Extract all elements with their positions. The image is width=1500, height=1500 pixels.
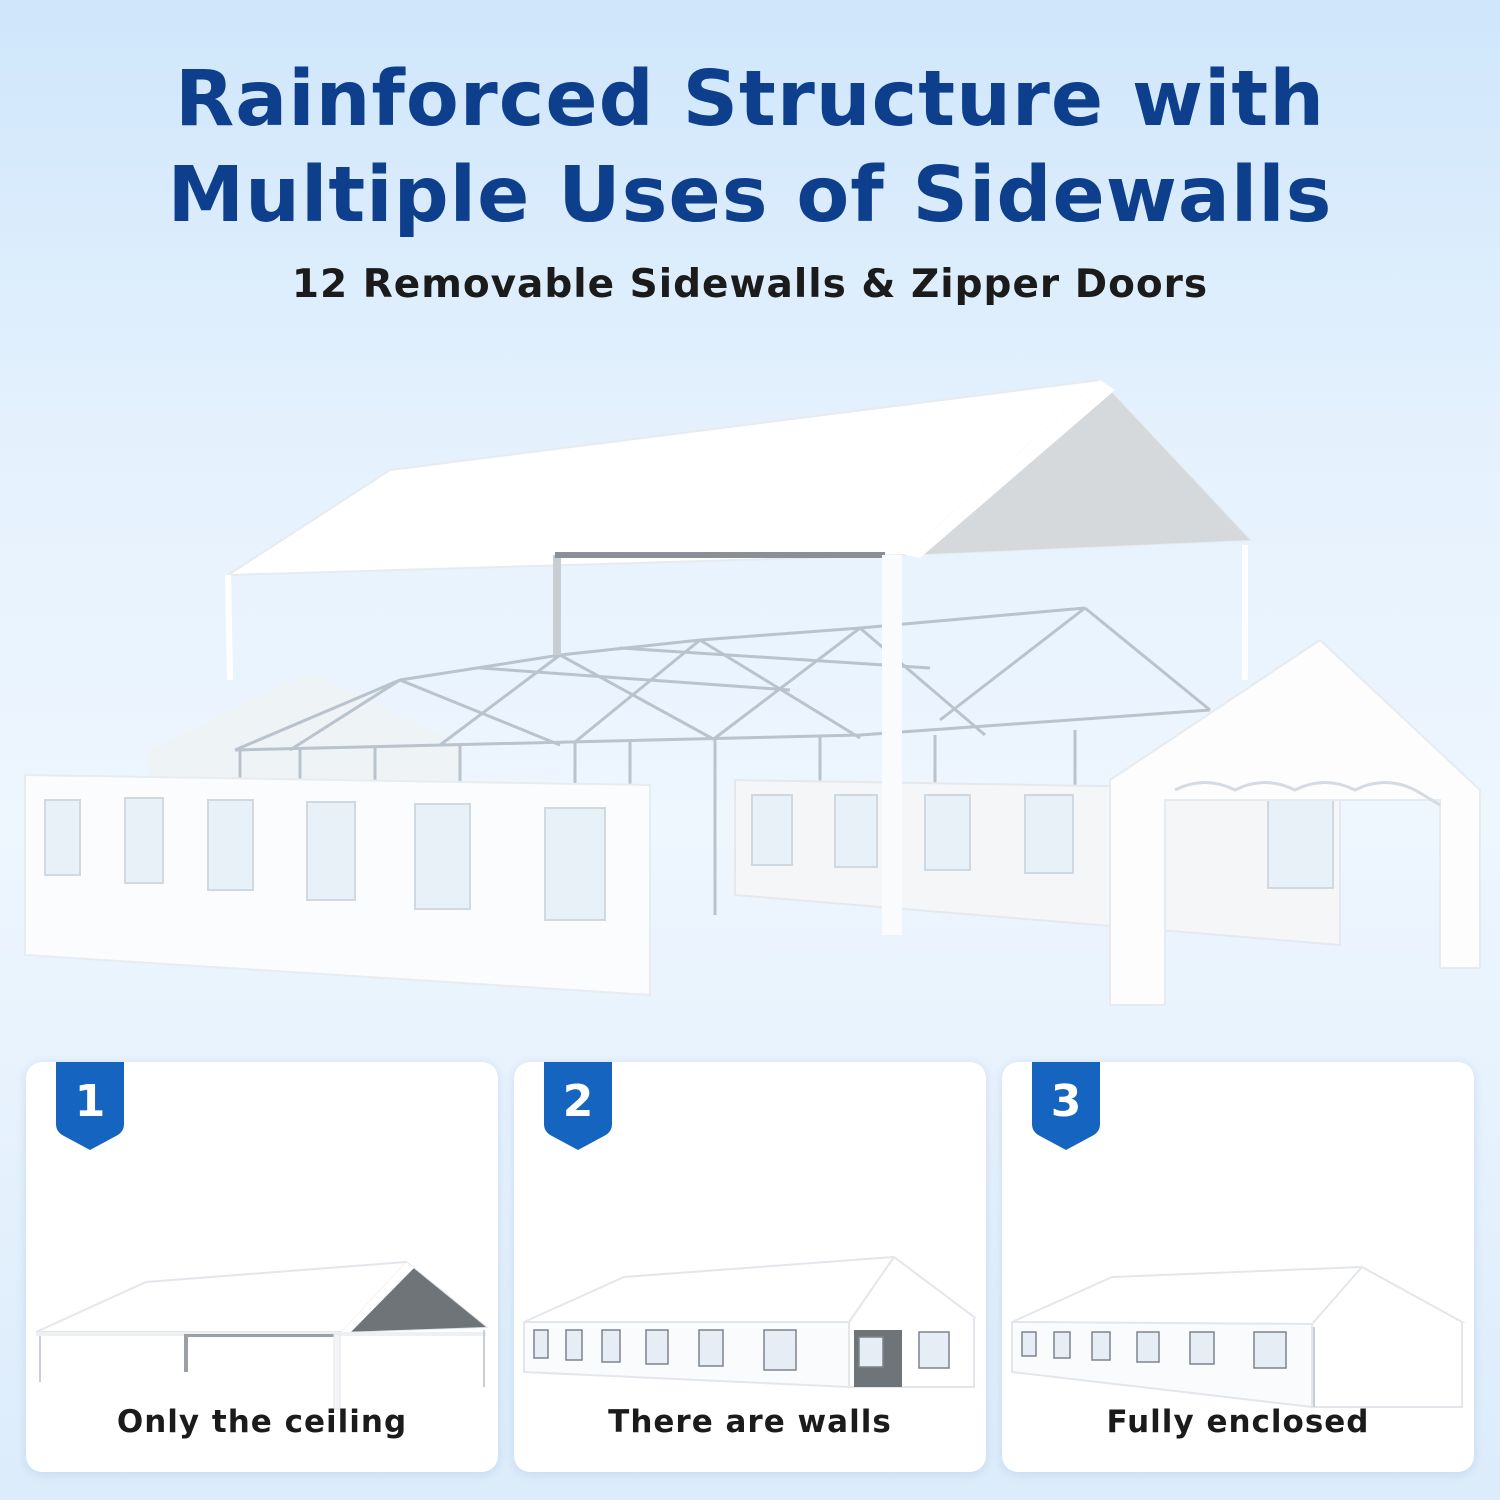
- mode-card-ceiling: 1 Only the ceiling: [26, 1062, 498, 1472]
- mode-label: Only the ceiling: [116, 1404, 408, 1440]
- mode-card-enclosed: 3 Fully enclosed: [1002, 1062, 1474, 1472]
- badge-icon: [56, 1062, 124, 1150]
- mode-number: 2: [562, 1076, 594, 1127]
- page-title: Rainforced Structure with Multiple Uses …: [0, 52, 1500, 244]
- mode-number: 3: [1050, 1076, 1082, 1127]
- mode-number: 1: [74, 1076, 106, 1127]
- page-subtitle: 12 Removable Sidewalls & Zipper Doors: [291, 262, 1209, 307]
- tent-exploded-view-icon: [24, 378, 1481, 1006]
- tent-canopy-only-icon: [35, 1260, 489, 1410]
- badge-icon: [544, 1062, 612, 1150]
- badge-icon: [1032, 1062, 1100, 1150]
- mode-label: There are walls: [608, 1404, 892, 1440]
- tent-fully-enclosed-icon: [1011, 1265, 1466, 1409]
- mode-label: Fully enclosed: [1106, 1404, 1370, 1440]
- title-line-2: Multiple Uses of Sidewalls: [167, 151, 1333, 240]
- tent-with-walls-icon: [523, 1255, 977, 1389]
- mode-card-walls: 2 There are walls: [514, 1062, 986, 1472]
- title-line-1: Rainforced Structure with: [174, 55, 1326, 144]
